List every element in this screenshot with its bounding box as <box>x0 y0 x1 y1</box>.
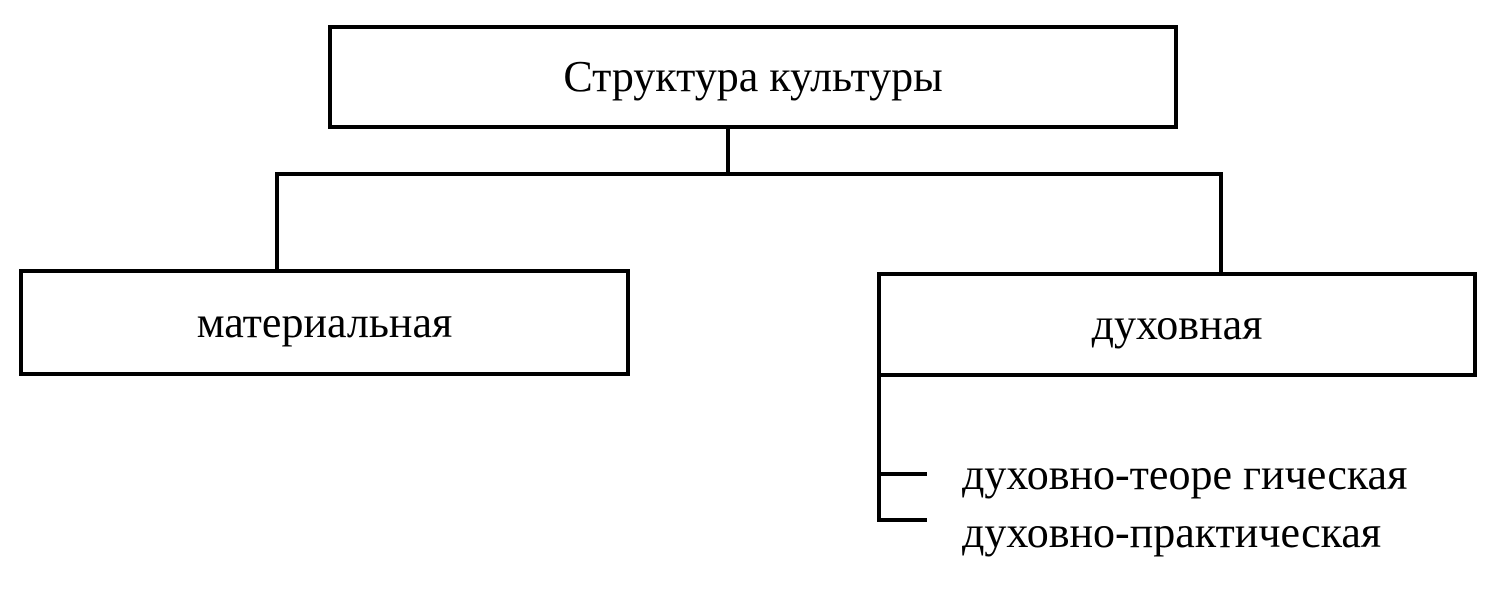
subitem-2-connector <box>877 518 927 522</box>
branch-horizontal-connector <box>275 172 1223 176</box>
spiritual-culture-label: духовная <box>1091 299 1263 349</box>
spiritual-culture-node: духовная <box>877 272 1477 377</box>
material-culture-node: материальная <box>19 269 630 376</box>
root-node: Структура культуры <box>328 25 1178 129</box>
spiritual-theoretical-label: духовно-теоре гическая <box>962 450 1408 499</box>
root-vertical-connector <box>726 129 730 174</box>
material-culture-label: материальная <box>196 297 453 347</box>
subitems-vertical-connector <box>877 377 881 522</box>
right-branch-connector <box>1219 172 1223 273</box>
spiritual-practical-label: духовно-практическая <box>962 508 1382 557</box>
subitem-1-connector <box>877 472 927 476</box>
left-branch-connector <box>275 172 279 270</box>
root-node-label: Структура культуры <box>563 52 943 101</box>
